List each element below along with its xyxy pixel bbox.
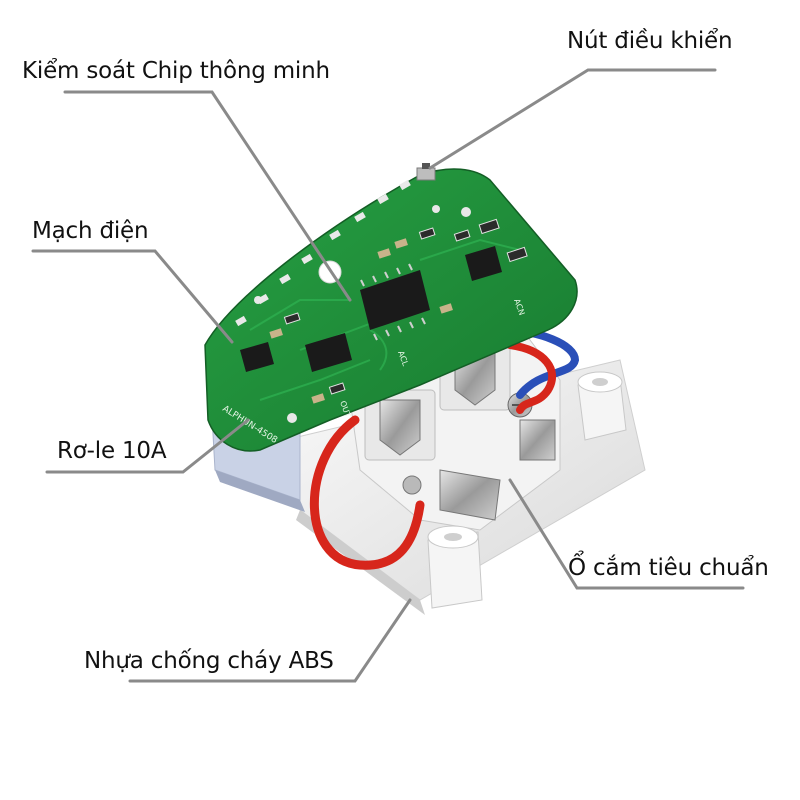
leader-socket <box>508 478 745 590</box>
control-button-component <box>416 163 436 181</box>
leader-smart-chip <box>63 90 352 302</box>
leader-lines <box>31 68 745 683</box>
leader-relay <box>45 418 250 474</box>
label-smart-chip: Kiểm soát Chip thông minh <box>22 58 330 84</box>
label-socket: Ổ cắm tiêu chuẩn <box>568 555 769 581</box>
standoff-posts <box>427 371 627 609</box>
smart-chip <box>240 246 502 372</box>
leader-control-button <box>428 68 717 170</box>
socket-housing <box>339 299 561 531</box>
label-relay: Rơ-le 10A <box>57 438 167 464</box>
leader-abs-plastic <box>128 598 412 683</box>
pcb-board: ALPHUN-4508 OUT ACL ACN <box>204 163 578 452</box>
label-abs-plastic: Nhựa chống cháy ABS <box>84 648 334 674</box>
leader-circuit <box>31 249 234 344</box>
label-control-button: Nút điều khiển <box>567 28 733 54</box>
label-circuit: Mạch điện <box>32 218 149 244</box>
